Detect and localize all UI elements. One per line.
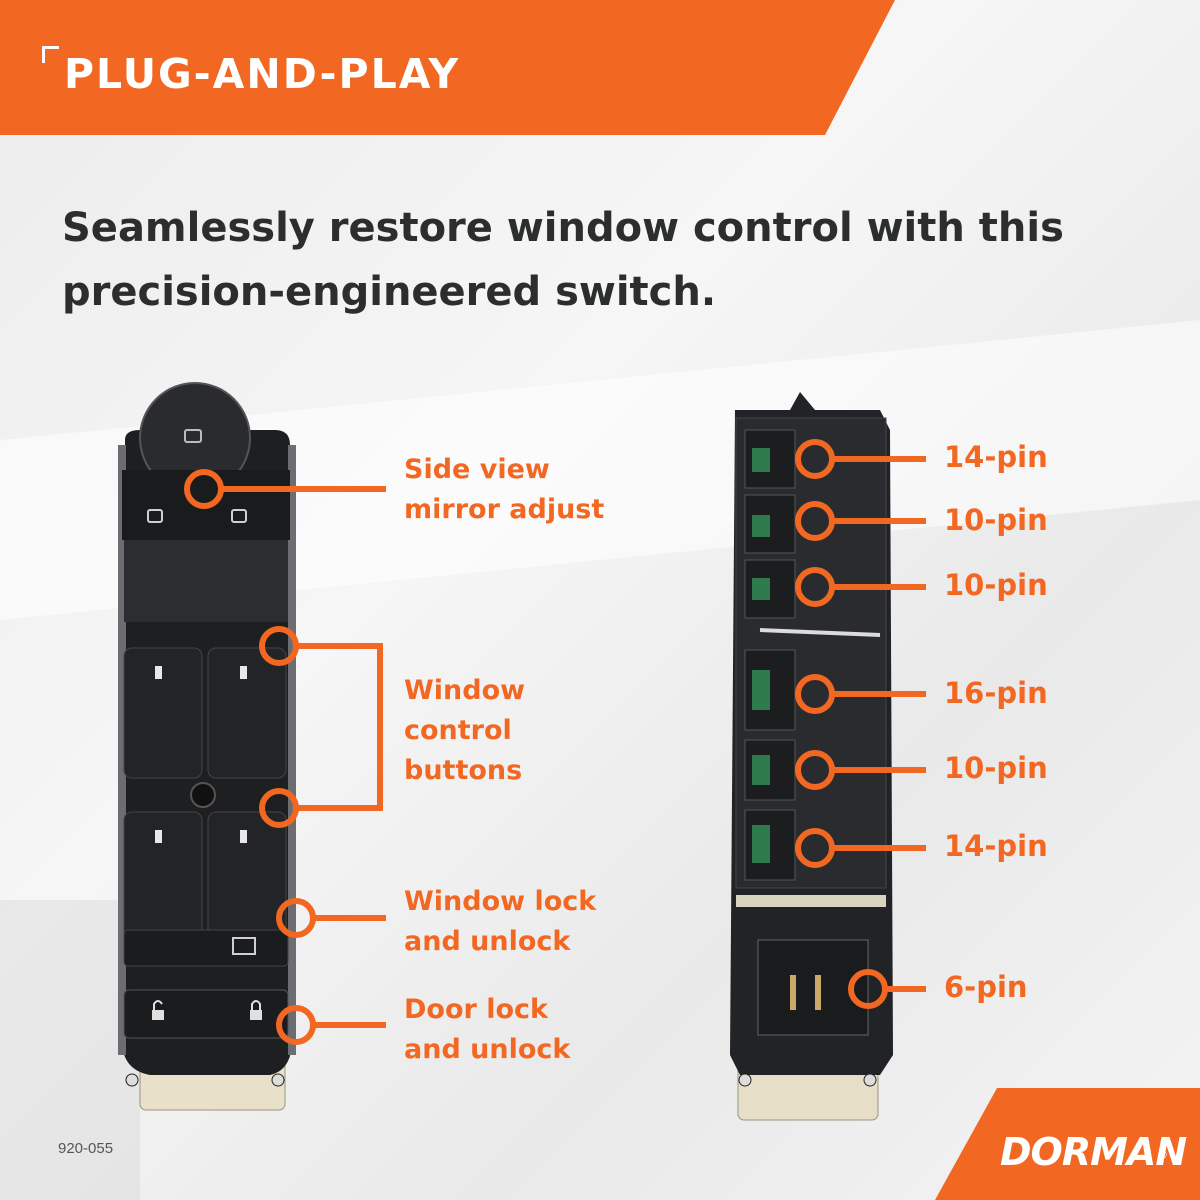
label-window-control-buttons: Window control buttons xyxy=(404,675,526,786)
label-mirror-adjust: Side view mirror adjust xyxy=(404,454,605,525)
connector-label: 10-pin xyxy=(944,503,1048,537)
unlock-icon xyxy=(152,1010,164,1020)
label-window-lock: Window lock and unlock xyxy=(404,886,597,957)
registered-mark: ® xyxy=(1158,1150,1168,1161)
background-facet xyxy=(0,900,140,1200)
connector-label: 6-pin xyxy=(944,970,1028,1004)
rear-switch-image xyxy=(730,392,893,1121)
label-door-lock: Door lock and unlock xyxy=(404,994,571,1065)
connector-label: 14-pin xyxy=(944,829,1048,863)
connector-label: 10-pin xyxy=(944,568,1048,602)
part-number: 920-055 xyxy=(58,1140,114,1157)
rear-callouts xyxy=(795,439,926,1009)
left-mirror-icon xyxy=(147,509,163,523)
connector-label: 16-pin xyxy=(944,676,1048,710)
banner-title: PLUG-AND-PLAY xyxy=(64,50,461,98)
mirror-adjust-icon xyxy=(184,429,202,443)
front-callouts xyxy=(184,469,386,1045)
brand-logo: DORMAN xyxy=(1000,1130,1187,1174)
banner xyxy=(0,0,895,135)
front-switch-image xyxy=(118,382,296,1111)
window-lock-icon xyxy=(232,937,256,955)
right-mirror-icon xyxy=(231,509,247,523)
lock-icon xyxy=(250,1010,262,1020)
headline: Seamlessly restore window control with t… xyxy=(62,205,1064,315)
connector-label: 14-pin xyxy=(944,440,1048,474)
corner-bracket-icon xyxy=(42,46,59,63)
connector-label: 10-pin xyxy=(944,751,1048,785)
